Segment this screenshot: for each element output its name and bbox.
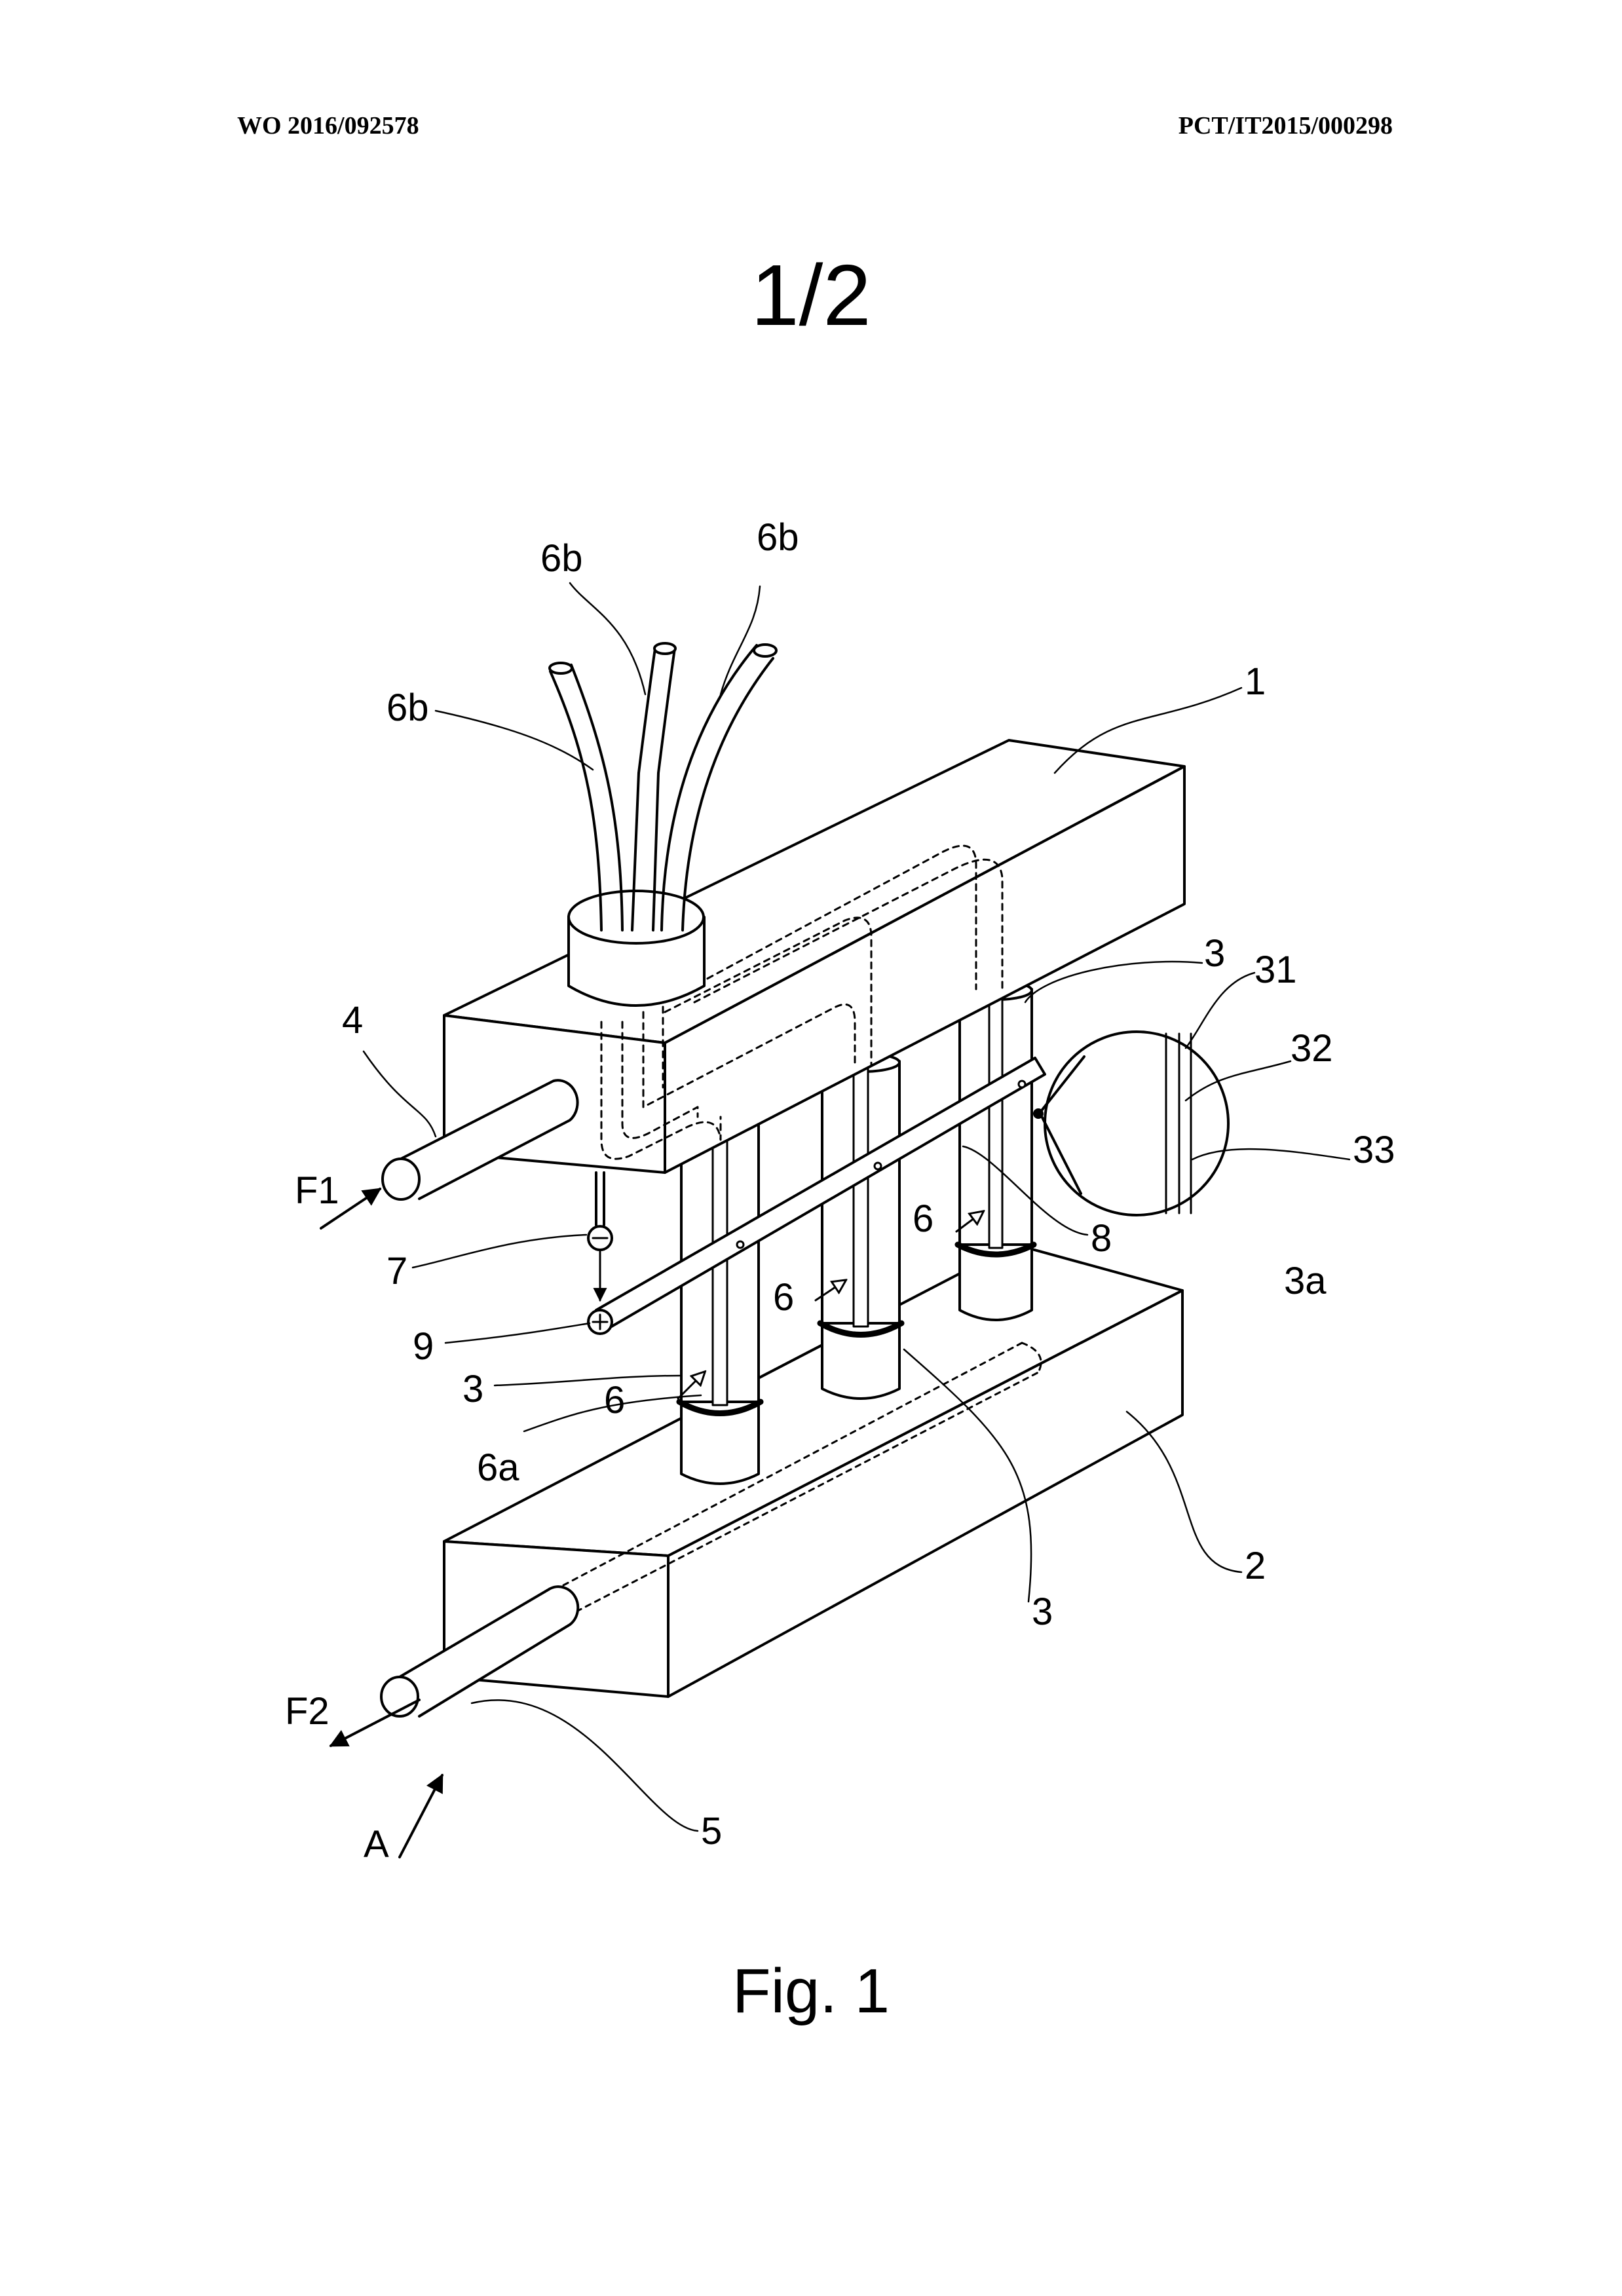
label-flow-in: F1 [295,1169,339,1212]
label-detail-32: 32 [1291,1027,1333,1070]
label-detail-ref: 3a [1284,1260,1327,1302]
label-outlet-pipe: 5 [701,1810,722,1853]
label-rod-tip: 6a [477,1446,519,1489]
label-flow-out: F2 [285,1690,330,1733]
flow-in-arrow [320,1188,382,1230]
electrical-bar [587,1057,1046,1335]
label-lower-block: 2 [1245,1545,1266,1587]
column-middle [817,1052,905,1400]
detail-view [1033,1030,1230,1216]
leader-lines [362,582,1351,1832]
label-rod-left: 6 [604,1379,625,1421]
label-detail-33: 33 [1353,1129,1395,1171]
flow-out-arrow [329,1699,421,1747]
label-upper-block: 1 [1245,660,1266,703]
rod-flow-arrows [677,1212,983,1400]
label-column-middle: 3 [1032,1590,1053,1633]
label-rod-middle: 6 [773,1276,794,1319]
tube-bundle [548,642,778,1007]
label-element-8: 8 [1091,1217,1112,1260]
label-tube-left: 6b [387,687,429,729]
view-direction-arrow [398,1773,443,1858]
application-number: PCT/IT2015/000298 [1178,112,1393,140]
publication-number: WO 2016/092578 [237,112,419,140]
column-back [954,980,1037,1321]
column-front [676,1104,764,1485]
label-element-7: 7 [387,1250,407,1292]
label-tube-middle: 6b [540,537,583,580]
label-tube-right: 6b [757,516,799,559]
label-rod-right: 6 [913,1197,934,1240]
inlet-pipe [381,1079,579,1201]
label-detail-31: 31 [1254,949,1297,991]
reference-labels: 6b 6b 6b 1 3 4 F1 31 32 33 3a 7 8 9 6 6 … [285,516,1395,1866]
label-element-9: 9 [413,1325,434,1368]
label-column-back: 3 [1204,932,1225,975]
sheet-number: 1/2 [751,247,871,343]
figure-caption: Fig. 1 [732,1956,890,2026]
label-column-front: 3 [462,1368,483,1410]
label-view-direction: A [364,1823,389,1866]
label-inlet-pipe: 4 [342,999,363,1042]
